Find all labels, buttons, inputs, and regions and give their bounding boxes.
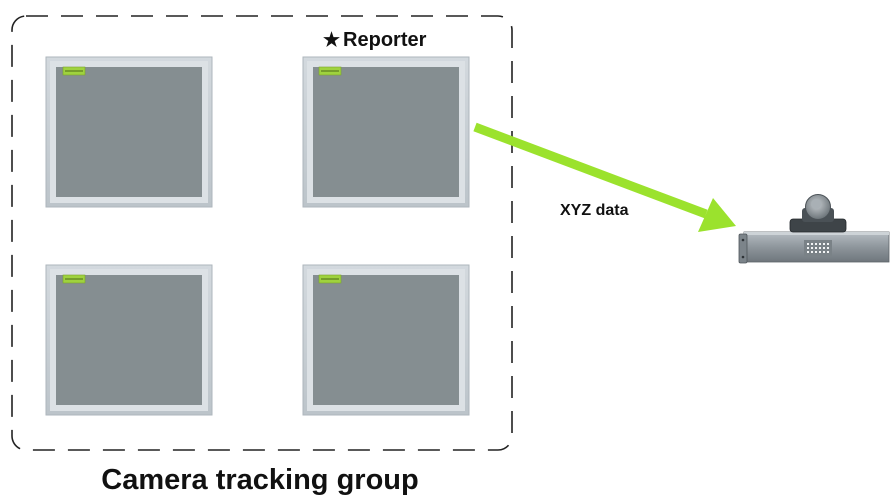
group-boundary	[11, 15, 513, 451]
reporter-label: ★Reporter	[323, 29, 426, 52]
group-label: Camera tracking group	[101, 464, 419, 496]
ceiling-mic-device-4[interactable]	[302, 264, 470, 416]
data-flow-arrow	[473, 122, 736, 232]
reporter-label-text: Reporter	[343, 29, 427, 51]
ceiling-mic-device-3[interactable]	[45, 264, 213, 416]
ceiling-mic-device-1[interactable]	[45, 56, 213, 208]
ptz-camera-on-rack-processor-icon[interactable]	[738, 194, 890, 264]
star-icon: ★	[323, 30, 341, 51]
data-flow-label: XYZ data	[560, 202, 629, 219]
ceiling-mic-device-2-reporter[interactable]	[302, 56, 470, 208]
vent-grille-icon	[804, 240, 832, 257]
